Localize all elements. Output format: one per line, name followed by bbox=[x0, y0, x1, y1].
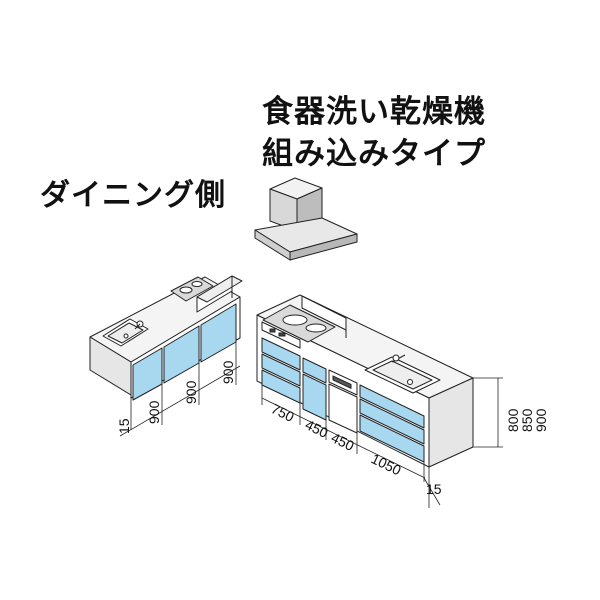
main-dim-1050: 1050 bbox=[369, 450, 404, 478]
height-labels: 800 850 900 bbox=[505, 408, 549, 432]
height-800: 800 bbox=[505, 408, 521, 432]
height-900: 900 bbox=[533, 408, 549, 432]
product-type-line-2: 組み込みタイプ bbox=[262, 136, 486, 172]
main-counter bbox=[256, 294, 474, 468]
dining-side-label: ダイニング側 bbox=[40, 178, 226, 213]
island-dimension-labels: 15 900 900 900 bbox=[116, 360, 236, 434]
main-door-750-mid bbox=[261, 353, 301, 387]
dimension-lines bbox=[119, 342, 503, 508]
main-drawer-450-1 bbox=[302, 357, 327, 384]
product-type-line-1: 食器洗い乾燥機 bbox=[262, 94, 486, 130]
main-dim-15: 15 bbox=[426, 481, 442, 497]
island-dim-900-c: 900 bbox=[220, 360, 236, 384]
island-dim-15: 15 bbox=[116, 418, 132, 434]
island-dim-900-a: 900 bbox=[146, 400, 162, 424]
main-door-1050-mid bbox=[359, 398, 425, 445]
main-dim-450-a: 450 bbox=[303, 416, 331, 441]
island-counter bbox=[89, 275, 243, 401]
main-door-750-upper bbox=[261, 337, 301, 371]
island-dim-900-b: 900 bbox=[183, 380, 199, 404]
main-door-1050-upper bbox=[359, 384, 425, 429]
range-hood bbox=[254, 177, 358, 261]
main-dim-750: 750 bbox=[269, 400, 297, 425]
main-dim-450-b: 450 bbox=[329, 429, 357, 454]
hood-canopy-side bbox=[289, 233, 358, 261]
height-850: 850 bbox=[519, 408, 535, 432]
